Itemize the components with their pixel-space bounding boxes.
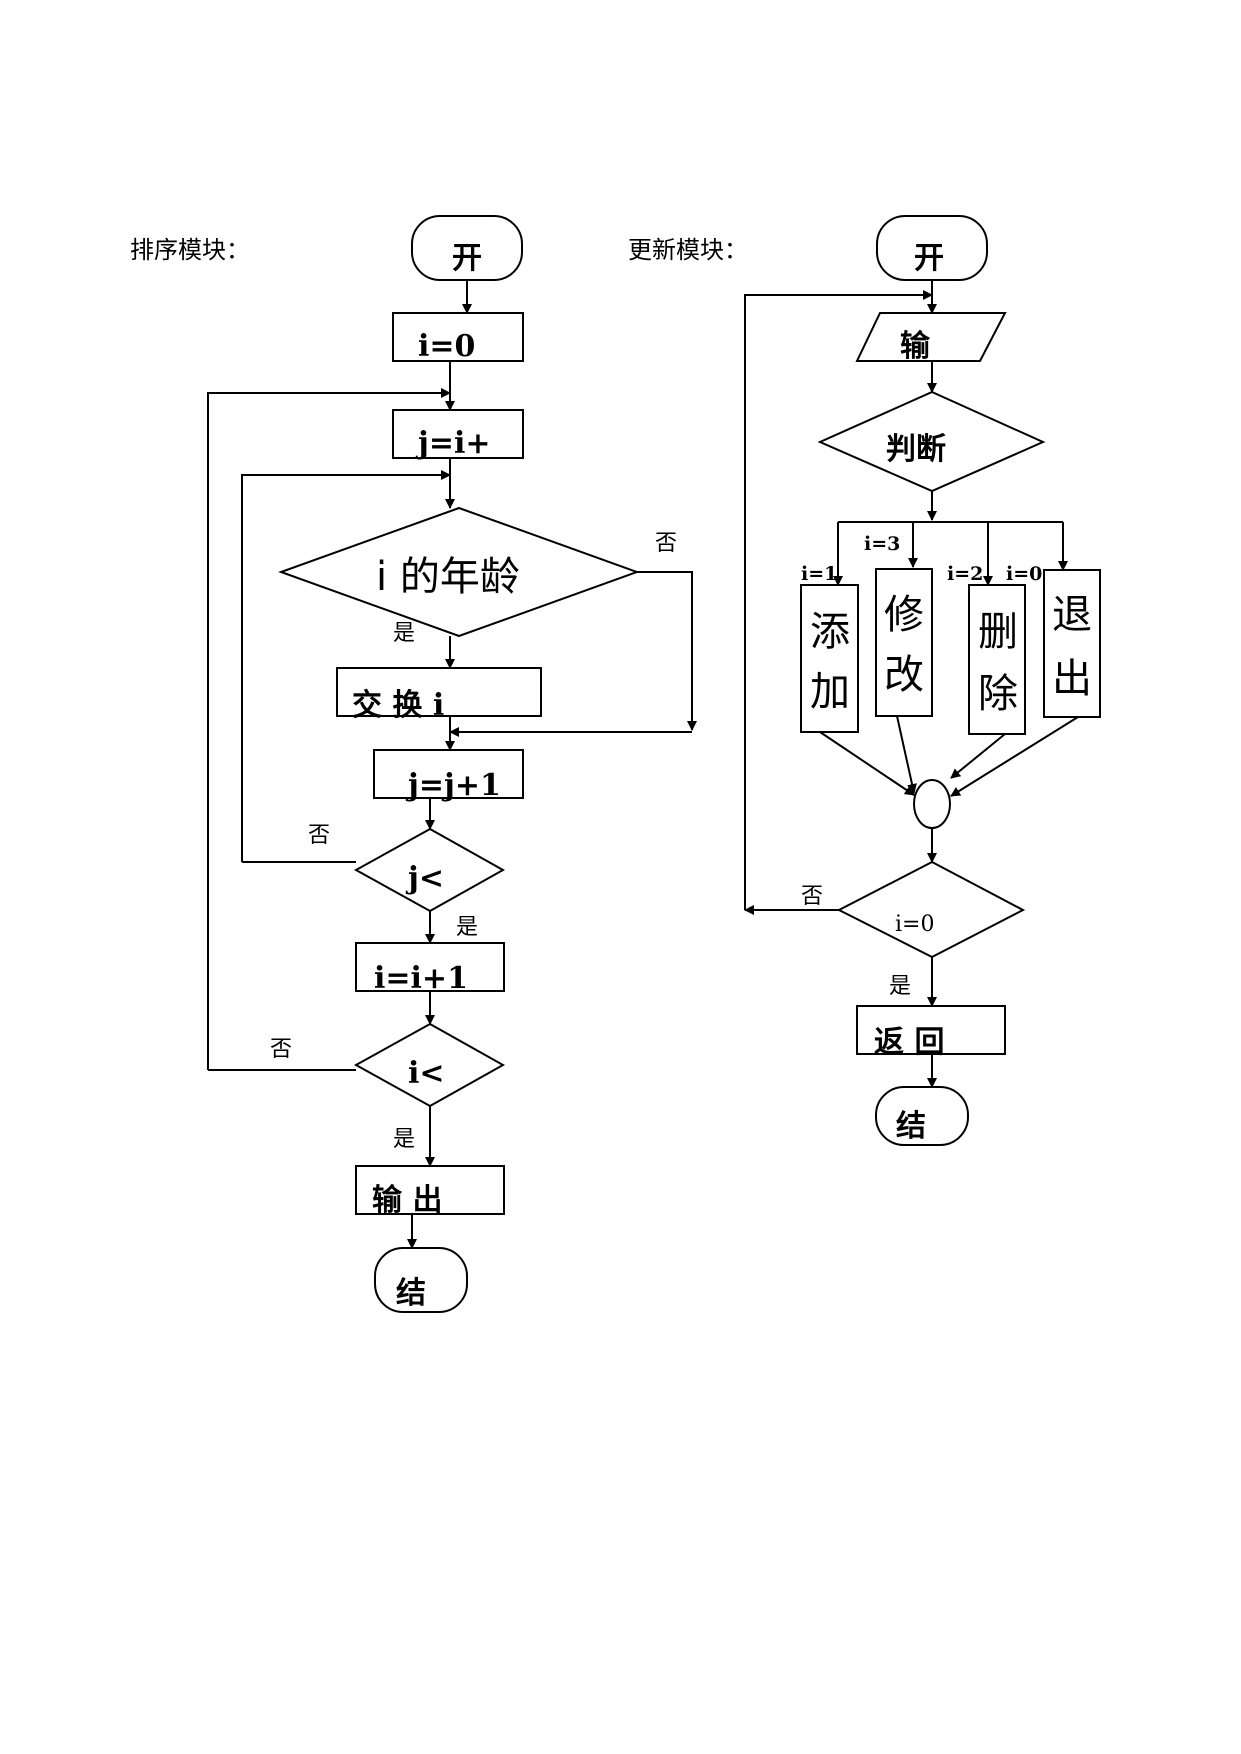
update-modify-box xyxy=(875,568,933,717)
sort-inner-inc-box xyxy=(373,749,524,799)
sort-inner-test-label: j< xyxy=(405,861,444,896)
sort-outer-inc-label: i=i+1 xyxy=(374,961,468,996)
sort-compare-label: i 的年龄 xyxy=(376,554,520,600)
update-exit-box xyxy=(1043,569,1101,718)
update-add-char-2: 加 xyxy=(810,669,850,715)
update-delete-char-1: 删 xyxy=(978,609,1018,655)
update-modify-char-2: 改 xyxy=(884,652,924,698)
update-end-label: 结 xyxy=(896,1109,926,1144)
sort-end-terminal xyxy=(374,1247,468,1313)
update-input-label: 输 xyxy=(900,329,931,364)
update-merge-connector xyxy=(913,779,951,829)
update-return-box xyxy=(856,1005,1006,1055)
update-judge-label: 判断 xyxy=(886,432,946,467)
update-end-terminal xyxy=(875,1086,969,1146)
sort-inner-inc-label: j=j+1 xyxy=(405,768,501,803)
sort-swap-box xyxy=(336,667,542,717)
sort-outer-yes-label: 是 xyxy=(393,1127,415,1152)
update-input-box xyxy=(855,312,1007,362)
sort-outer-assign-label: j=i+ xyxy=(415,426,491,461)
sort-outer-test-label: i< xyxy=(408,1056,445,1091)
sort-init-box xyxy=(392,312,524,362)
sort-module: 排序模块： 开 i=0 j=i+ i 的年龄 否 是 交 换 i j=j+1 j… xyxy=(130,215,697,1313)
sort-end-label: 结 xyxy=(396,1276,426,1311)
update-exit-no-label: 否 xyxy=(801,884,823,909)
update-add-box xyxy=(800,584,859,733)
update-delete-box xyxy=(968,584,1026,735)
sort-compare-diamond xyxy=(278,506,640,638)
update-exit-char-1: 退 xyxy=(1052,592,1092,638)
sort-swap-label: 交 换 i xyxy=(352,688,444,723)
update-delete-char-2: 除 xyxy=(978,671,1018,717)
sort-outer-inc-box xyxy=(355,942,505,992)
update-exit-yes-label: 是 xyxy=(889,974,911,999)
update-exit-test-diamond xyxy=(836,860,1026,959)
sort-arrow-compare-no xyxy=(637,571,697,731)
sort-arrow-outer-loop xyxy=(207,388,451,1070)
sort-compare-yes-label: 是 xyxy=(393,621,415,646)
sort-outer-no-label: 否 xyxy=(270,1037,292,1062)
update-add-char-1: 添 xyxy=(810,609,850,655)
sort-init-label: i=0 xyxy=(418,329,475,364)
sort-start-label: 开 xyxy=(452,241,482,276)
update-arrow-modify-merge xyxy=(896,715,917,794)
sort-arrow-inner-loop xyxy=(241,470,451,862)
update-module-heading: 更新模块： xyxy=(628,236,748,264)
sort-inner-no-label: 否 xyxy=(308,823,330,848)
update-module: 更新模块： 开 输 判断 i=1 i=3 i=2 i=0 添 加 修 改 删 xyxy=(628,215,1101,1146)
update-return-label: 返 回 xyxy=(874,1025,944,1060)
update-arrow-loop-back xyxy=(744,290,933,910)
update-arrow-exit-merge xyxy=(950,716,1079,797)
update-add-cond: i=1 xyxy=(801,563,837,585)
sort-output-label: 输 出 xyxy=(372,1183,442,1218)
update-exit-char-2: 出 xyxy=(1052,656,1092,702)
sort-outer-assign-box xyxy=(392,409,524,459)
update-arrow-delete-merge xyxy=(950,733,1006,779)
sort-output-box xyxy=(355,1165,505,1215)
update-modify-cond: i=3 xyxy=(864,533,900,555)
update-exit-test-label: i=0 xyxy=(895,912,934,937)
sort-compare-no-label: 否 xyxy=(655,531,677,556)
update-exit-cond: i=0 xyxy=(1006,563,1042,585)
update-delete-cond: i=2 xyxy=(947,563,983,585)
sort-inner-yes-label: 是 xyxy=(456,915,478,940)
update-modify-char-1: 修 xyxy=(884,592,924,638)
update-start-label: 开 xyxy=(914,241,944,276)
sort-module-heading: 排序模块： xyxy=(130,236,250,264)
update-arrow-add-merge xyxy=(819,731,915,796)
